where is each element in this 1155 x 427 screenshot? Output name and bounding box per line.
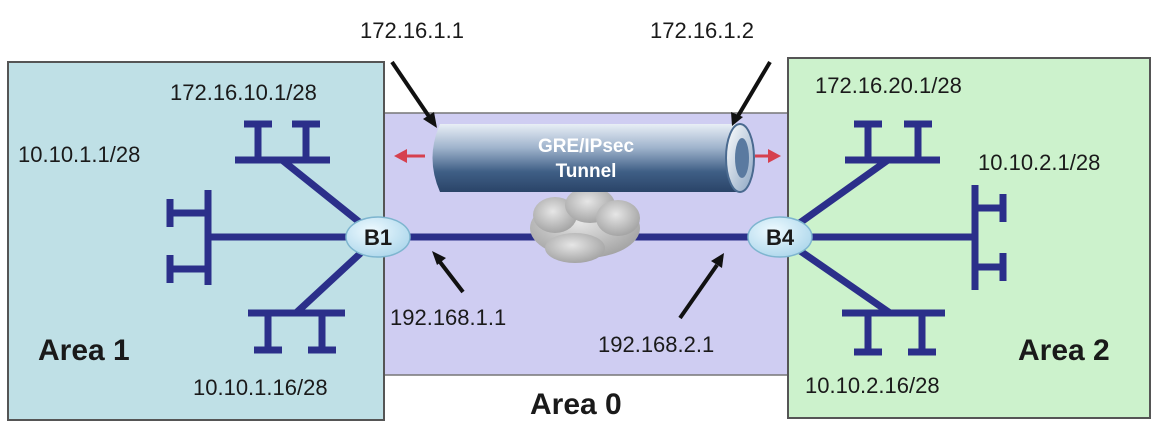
tunnel-left-ip: 172.16.1.1 — [360, 18, 464, 43]
area1-network-bottom-label: 10.10.1.16/28 — [193, 375, 328, 400]
router-b1: B1 — [345, 216, 411, 258]
pointer-arrow-tunnel-right — [731, 60, 772, 126]
pointer-arrow-tunnel-left — [390, 60, 437, 128]
area1-network-top-label: 172.16.10.1/28 — [170, 80, 317, 105]
area2-network-top-label: 172.16.20.1/28 — [815, 73, 962, 98]
area0-label: Area 0 — [530, 388, 622, 421]
cloud-icon — [530, 187, 640, 263]
b4-wan-ip-label: 192.168.2.1 — [598, 332, 714, 357]
router-b4-label: B4 — [766, 225, 795, 250]
area2-network-bottom-label: 10.10.2.16/28 — [805, 373, 940, 398]
tunnel-right-ip: 172.16.1.2 — [650, 18, 754, 43]
area1-region — [7, 61, 385, 421]
router-b4: B4 — [747, 216, 813, 258]
area1-label: Area 1 — [38, 334, 130, 367]
pointer-arrow-b4-wan — [678, 253, 724, 320]
tunnel-left-arrow — [394, 149, 425, 163]
b1-wan-ip-label: 192.168.1.1 — [390, 305, 506, 330]
tunnel-label-line2: Tunnel — [556, 161, 617, 182]
area1-network-links — [166, 120, 381, 354]
router-b1-label: B1 — [364, 225, 392, 250]
area2-network-right-label: 10.10.2.1/28 — [978, 150, 1100, 175]
area1-network-left-label: 10.10.1.1/28 — [18, 142, 140, 167]
tunnel-right-arrow — [755, 149, 781, 163]
pointer-arrow-b1-wan — [432, 251, 465, 294]
tunnel-label-line1: GRE/IPsec — [538, 136, 635, 157]
area2-label: Area 2 — [1018, 334, 1110, 367]
gre-ipsec-tunnel: GRE/IPsec Tunnel — [432, 123, 755, 193]
